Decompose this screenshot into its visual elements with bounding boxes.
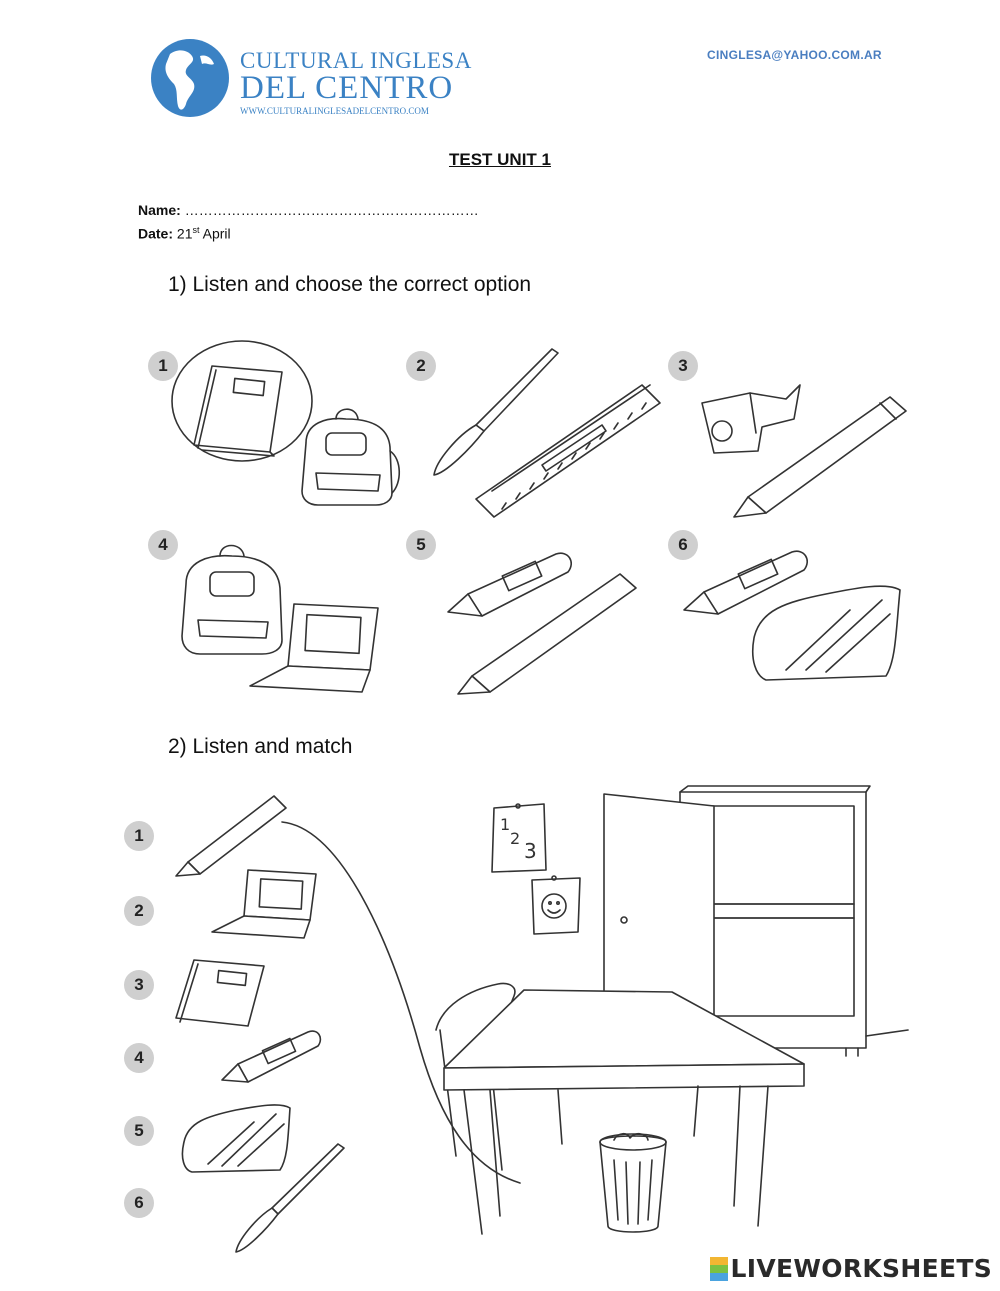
q1-item-4[interactable]: 4: [146, 530, 396, 700]
q1-item-5[interactable]: 5: [404, 530, 654, 700]
name-label: Name:: [138, 202, 181, 218]
q1-item-1[interactable]: 1: [146, 340, 401, 515]
answer-circle[interactable]: [170, 339, 320, 464]
q1-item-2[interactable]: 2: [404, 345, 661, 518]
item-number: 2: [406, 351, 436, 381]
badge-band-2: [709, 1264, 728, 1273]
date-suffix: st: [192, 225, 200, 235]
test-title: TEST UNIT 1: [0, 150, 1000, 170]
logo-line2: DEL CENTRO: [240, 70, 454, 106]
item-number: 1: [148, 351, 178, 381]
item-number: 6: [668, 530, 698, 560]
pencil-icon[interactable]: [730, 393, 910, 523]
notebook-icon[interactable]: [190, 360, 300, 460]
liveworksheets-brand[interactable]: LIVEWORKSHEETS: [709, 1254, 992, 1283]
date-day: 21: [176, 225, 193, 242]
date-month: April: [202, 225, 231, 242]
pen-icon[interactable]: [430, 348, 570, 479]
school-logo: CULTURAL INGLESA DEL CENTRO WWW.CULTURAL…: [148, 36, 478, 120]
q2-laptop-icon[interactable]: [210, 866, 322, 944]
q2-number-2: 2: [124, 896, 154, 926]
question2-heading: 2) Listen and match: [168, 735, 353, 758]
poster-text-2: 2: [510, 829, 520, 848]
name-field[interactable]: ………………………………………………………: [184, 202, 479, 218]
sharpener-icon[interactable]: [696, 373, 806, 463]
pencil-icon[interactable]: [454, 570, 644, 700]
poster-text-3: 3: [524, 839, 537, 863]
date-label: Date:: [138, 225, 174, 242]
q1-item-6[interactable]: 6: [668, 530, 918, 700]
poster-icon[interactable]: 1 2 3: [488, 800, 550, 876]
item-number: 4: [148, 530, 178, 560]
q2-marker-icon[interactable]: [218, 1026, 328, 1088]
item-number: 5: [406, 530, 436, 560]
footer-brand-text: LIVEWORKSHEETS: [730, 1254, 992, 1283]
logo-url: WWW.CULTURALINGLESADELCENTRO.COM: [240, 106, 429, 116]
liveworksheets-logo-icon: [709, 1256, 728, 1281]
q2-pen-icon[interactable]: [232, 1143, 352, 1256]
q2-pencil-case-icon[interactable]: [178, 1100, 294, 1180]
q2-number-3: 3: [124, 970, 154, 1000]
wastebasket-icon[interactable]: [594, 1130, 672, 1236]
q2-notebook-icon[interactable]: [172, 956, 272, 1030]
marker-icon[interactable]: [444, 546, 584, 626]
backpack-icon[interactable]: [176, 540, 296, 660]
q2-number-1: 1: [124, 821, 154, 851]
q2-number-5: 5: [124, 1116, 154, 1146]
question1-heading: 1) Listen and choose the correct option: [168, 273, 532, 296]
test-title-text: TEST UNIT 1: [448, 150, 551, 169]
q1-item-3[interactable]: 3: [668, 345, 918, 518]
match-line[interactable]: [280, 818, 530, 1188]
cupboard-icon[interactable]: [596, 785, 912, 1066]
item-number: 3: [668, 351, 698, 381]
q2-number-4: 4: [124, 1043, 154, 1073]
desk-icon[interactable]: [438, 986, 810, 1246]
school-email[interactable]: CINGLESA@YAHOO.COM.AR: [707, 48, 882, 62]
logo-line1: CULTURAL INGLESA: [240, 48, 472, 73]
badge-band-1: [709, 1256, 728, 1265]
q2-pencil-icon[interactable]: [174, 792, 290, 878]
date-row: Date: 21st April: [138, 225, 231, 242]
globe-icon: [151, 39, 229, 117]
q2-number-6: 6: [124, 1188, 154, 1218]
marker-icon[interactable]: [680, 544, 820, 624]
name-row: Name: ………………………………………………………: [138, 202, 479, 218]
ruler-icon[interactable]: [472, 381, 662, 521]
badge-band-3: [709, 1272, 728, 1281]
smiley-poster-icon[interactable]: [528, 874, 584, 936]
backpack-icon[interactable]: [296, 403, 406, 508]
poster-text-1: 1: [500, 815, 510, 834]
pencil-case-icon[interactable]: [746, 580, 906, 690]
laptop-icon[interactable]: [246, 600, 386, 700]
